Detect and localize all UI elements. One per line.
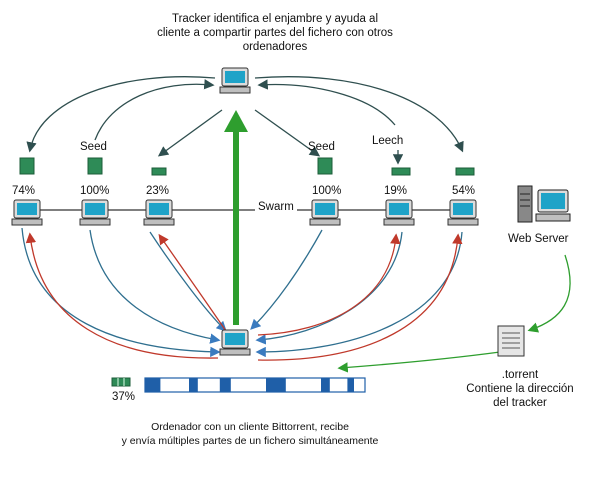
arc-peer5-tracker [257,79,396,126]
tracker-caption-line-1: Tracker identifica el enjambre y ayuda a… [171,13,379,25]
client-percent: 37% [112,391,136,403]
arc-tracker-peer1 [26,76,216,153]
upload-client-peer1 [25,232,219,359]
web-server-label: Web Server [508,233,569,245]
arrow-tracker-peer4 [254,109,321,157]
peers-layer [11,157,479,226]
flow-peer6-client [255,231,463,358]
client-caption-line-1: Ordenador con un cliente Bittorrent, rec… [151,421,349,433]
torrent-caption-line-2: Contiene la dirección [466,383,574,395]
peer2-role: Seed [80,141,107,153]
progress-segment [189,378,198,392]
client-progress-bar [144,377,366,393]
arrow-client-to-tracker-head [224,110,248,132]
peer-5-computer-icon [383,199,415,226]
tracker-caption-line-2: cliente a compartir partes del fichero c… [157,27,393,39]
server-icon [517,185,571,223]
peer-1-computer-icon [11,199,43,226]
peer5-percent: 19% [384,185,408,197]
peer5-role: Leech [372,135,404,147]
torrent-document-icon [497,325,525,357]
torrent-to-client [337,351,501,373]
flow-peer2-client [89,229,221,344]
peer3-percent: 23% [146,185,170,197]
tracker-caption-line-3: ordenadores [242,41,308,53]
progress-segment [347,378,354,392]
flow-peer3-client [149,231,227,332]
upload-client-peer3 [158,233,229,335]
peer-6-file-piece-icon [455,167,475,176]
peer-5-file-piece-icon [391,167,411,176]
progress-segment [321,378,330,392]
webserver-to-torrent [527,254,571,333]
upload-client-peer5 [257,233,401,336]
peer2-percent: 100% [80,185,110,197]
arc-tracker-peer6 [254,76,464,153]
swarm-label: Swarm [255,200,297,214]
peer-1-file-piece-icon [19,157,35,175]
progress-segment [266,378,286,392]
flow-peer4-client [250,229,323,330]
torrent-caption: .torrent Contiene la dirección del track… [440,368,600,410]
peer1-percent: 74% [12,185,36,197]
progress-segment [145,378,161,392]
tracker-computer-icon [219,67,251,94]
peer-3-computer-icon [143,199,175,226]
tracker-caption: Tracker identifica el enjambre y ayuda a… [110,12,440,54]
client-caption-line-2: y envía múltiples partes de un fichero s… [121,435,379,447]
torrent-caption-line-3: del tracker [493,397,547,409]
progress-track [144,377,366,393]
peer-2-computer-icon [79,199,111,226]
peer4-role: Seed [308,141,335,153]
client-caption: Ordenador con un cliente Bittorrent, rec… [60,420,440,448]
flow-peer5-client [255,231,403,345]
upload-client-peer6 [257,233,463,361]
peer-3-file-piece-icon [151,167,167,176]
peer-4-file-piece-icon [317,157,333,175]
peer4-percent: 100% [312,185,342,197]
client-file-piece-icon [111,377,131,387]
arrow-tracker-peer3 [157,109,223,157]
peer-6-computer-icon [447,199,479,226]
peer6-percent: 54% [452,185,476,197]
arc-peer2-tracker [94,79,215,141]
peer-2-file-piece-icon [87,157,103,175]
torrent-caption-line-1: .torrent [501,369,539,381]
progress-segment [219,378,231,392]
peer-4-computer-icon [309,199,341,226]
client-computer-icon [219,329,251,356]
flow-peer1-client [21,227,221,358]
